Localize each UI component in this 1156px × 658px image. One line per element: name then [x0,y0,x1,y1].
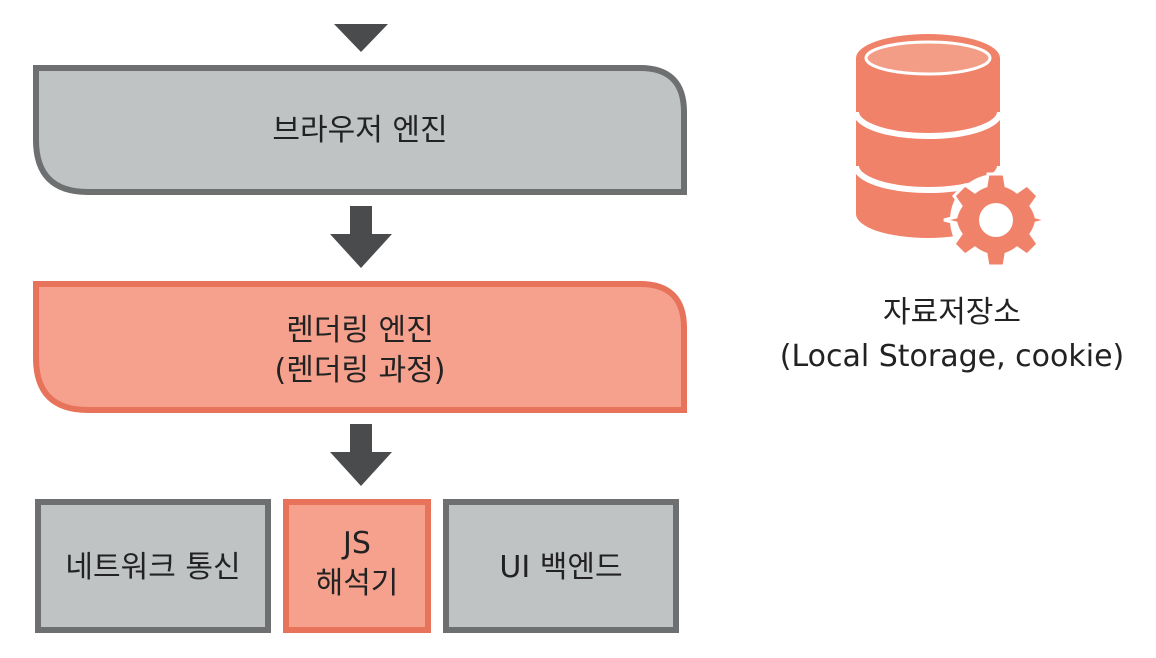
js-interpreter-label-line2: 해석기 [316,566,399,601]
rendering-engine-sublabel: (렌더링 과정) [275,353,446,388]
js-interpreter-label-line1: JS [341,526,371,561]
ui-backend-shape [443,499,679,633]
browser-engine-block: 브라우저 엔진 [33,65,687,195]
arrow-down-2 [330,206,392,268]
storage-subtitle: (Local Storage, cookie) [780,339,1125,374]
js-interpreter-shape [283,499,431,633]
ui-backend-label: UI 백엔드 [499,550,622,585]
js-interpreter-block: JS 해석기 [283,499,431,633]
rendering-engine-shape [33,281,687,413]
rendering-engine-label: 렌더링 엔진 [286,313,434,348]
browser-engine-label: 브라우저 엔진 [272,113,447,148]
network-block: 네트워크 통신 [35,499,271,633]
network-label: 네트워크 통신 [65,550,240,585]
ui-backend-block: UI 백엔드 [443,499,679,633]
storage-title: 자료저장소 [883,295,1021,330]
database-gear-icon [853,34,1049,268]
network-block-shape [35,499,271,633]
browser-engine-shape [33,65,687,195]
rendering-engine-block: 렌더링 엔진 (렌더링 과정) [33,281,687,413]
arrow-top [334,24,388,52]
arrow-down-3 [330,424,392,486]
